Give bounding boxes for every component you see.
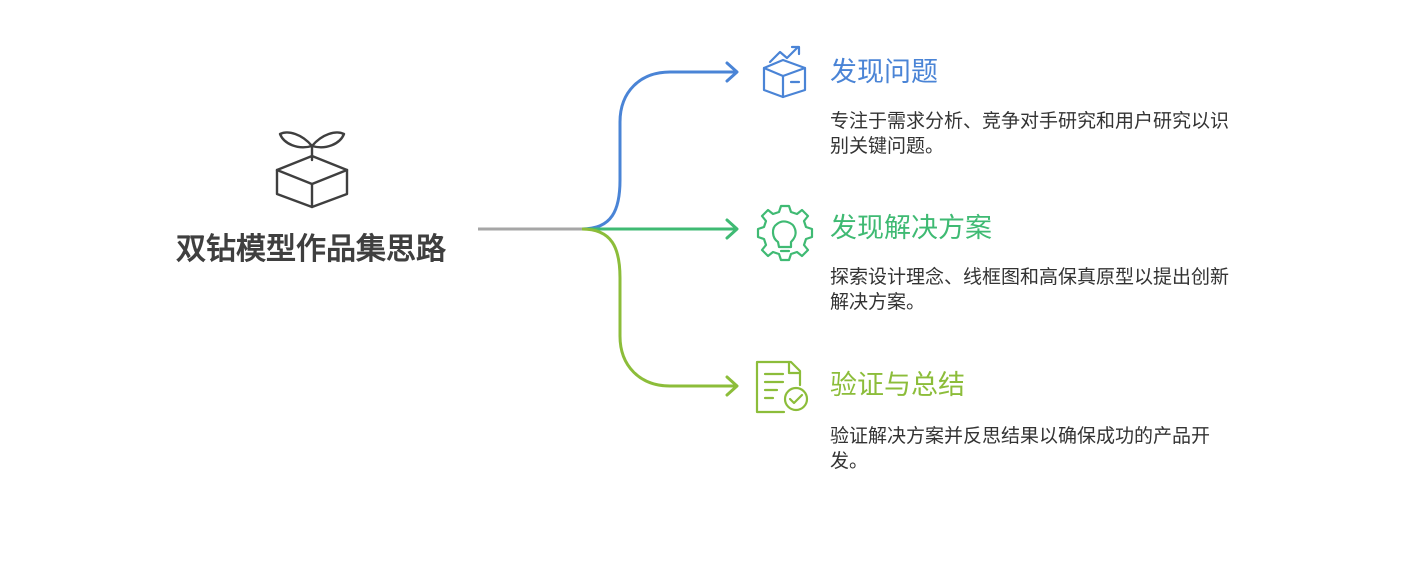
branch-3-title: 验证与总结 <box>830 370 965 401</box>
branch-1-arrowhead <box>725 61 739 83</box>
root-title: 双钻模型作品集思路 <box>176 232 446 267</box>
branch-1-title: 发现问题 <box>830 57 938 88</box>
box-trend-icon <box>762 45 807 99</box>
lightbulb-gear-icon <box>756 204 814 262</box>
branch-2-description: 探索设计理念、线框图和高保真原型以提出创新解决方案。 <box>830 266 1230 313</box>
branch-3-description: 验证解决方案并反思结果以确保成功的产品开发。 <box>830 425 1211 472</box>
branch-1-description: 专注于需求分析、竞争对手研究和用户研究以识别关键问题。 <box>830 110 1230 157</box>
document-check-icon <box>755 360 809 414</box>
branch-3-arrowhead <box>725 375 739 397</box>
branch-3-connector <box>581 227 736 388</box>
sprout-box-icon <box>275 131 349 209</box>
branch-1-connector <box>581 70 736 231</box>
branch-2-arrowhead <box>725 218 739 240</box>
branch-2-title: 发现解决方案 <box>830 213 992 244</box>
